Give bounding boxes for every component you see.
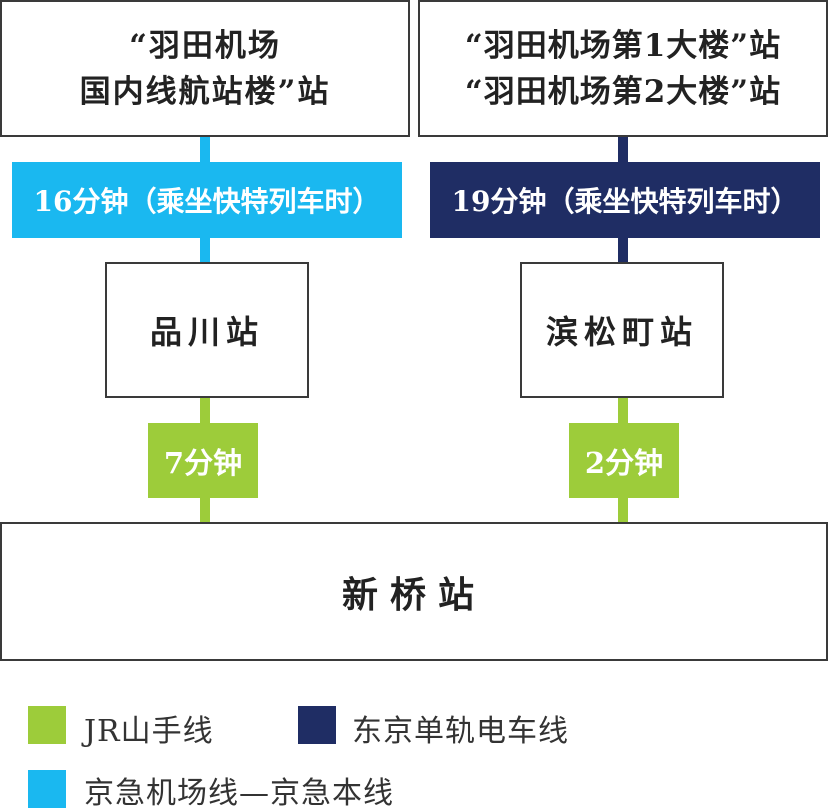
legend-swatch-jr bbox=[28, 706, 66, 744]
station-haneda-t2-line: “羽田机场第2大楼”站 bbox=[464, 73, 782, 110]
legend-label-jr: JR山手线 bbox=[84, 714, 214, 749]
jr-time-label-hamamatsucho: 2分钟 bbox=[569, 423, 679, 498]
station-haneda-t1-t2: “羽田机场第1大楼”站 “羽田机场第2大楼”站 bbox=[418, 0, 828, 137]
legend-swatch-keikyu bbox=[28, 770, 66, 808]
legend-label-keikyu: 京急机场线—京急本线 bbox=[84, 776, 394, 811]
station-haneda-domestic-line-2: 国内线航站楼”站 bbox=[79, 73, 331, 110]
station-haneda-domestic-line-1: “羽田机场 bbox=[129, 27, 281, 64]
legend-label-monorail: 东京单轨电车线 bbox=[352, 714, 569, 749]
jr-time-label-shinagawa: 7分钟 bbox=[148, 423, 258, 498]
station-haneda-t1-line: “羽田机场第1大楼”站 bbox=[464, 27, 782, 64]
legend-swatch-monorail bbox=[298, 706, 336, 744]
station-haneda-domestic: “羽田机场 国内线航站楼”站 bbox=[0, 0, 410, 137]
station-hamamatsucho: 滨松町站 bbox=[520, 262, 724, 398]
station-shimbashi: 新桥站 bbox=[0, 522, 828, 661]
station-shinagawa: 品川站 bbox=[105, 262, 309, 398]
keikyu-time-label: 16分钟（乘坐快特列车时） bbox=[12, 162, 402, 238]
monorail-time-label: 19分钟（乘坐快特列车时） bbox=[430, 162, 820, 238]
